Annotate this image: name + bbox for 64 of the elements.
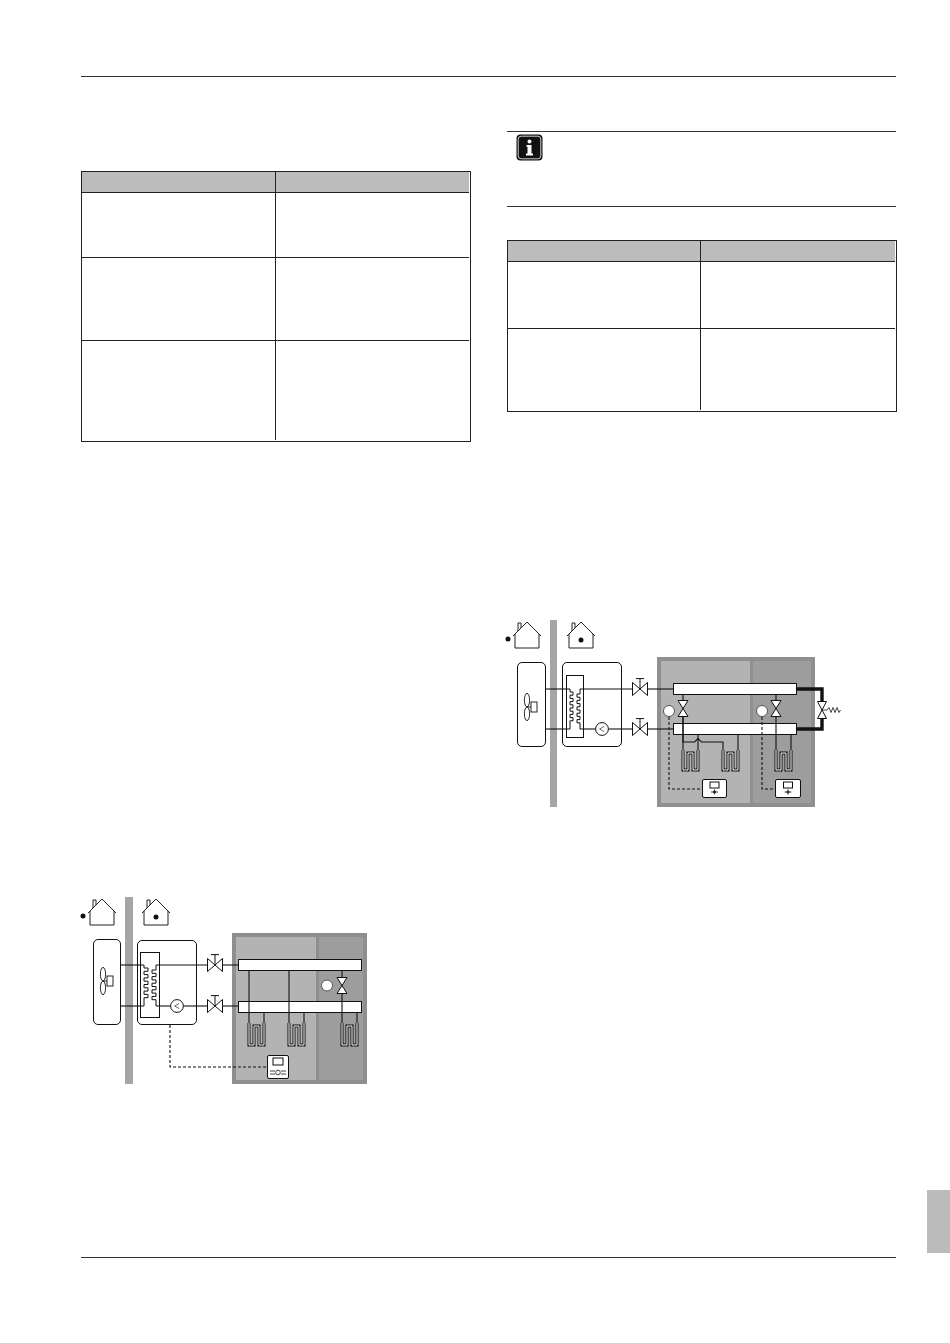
pipe bbox=[183, 1005, 208, 1007]
shut-off-valve bbox=[632, 718, 648, 736]
indoor-unit bbox=[562, 662, 622, 747]
pipe bbox=[682, 716, 724, 751]
pipe bbox=[545, 688, 567, 690]
motorized-valve bbox=[321, 977, 347, 994]
pipe bbox=[545, 728, 567, 730]
pipe bbox=[120, 964, 141, 966]
pipe bbox=[222, 1005, 239, 1007]
control-cable bbox=[761, 716, 776, 790]
pipe bbox=[341, 970, 343, 978]
underfloor-heating-loop bbox=[340, 1023, 362, 1047]
outdoor-unit bbox=[517, 662, 546, 747]
user-interface bbox=[267, 1055, 289, 1079]
pipe bbox=[737, 734, 739, 751]
bypass-pipe bbox=[797, 719, 824, 731]
pipe bbox=[159, 1005, 171, 1007]
return-manifold bbox=[673, 723, 797, 735]
shut-off-valve bbox=[207, 954, 223, 972]
heat-exchanger bbox=[566, 675, 584, 738]
room-thermostat bbox=[702, 779, 727, 798]
pipe bbox=[697, 734, 699, 751]
pipe bbox=[790, 734, 792, 751]
control-cable bbox=[668, 716, 703, 790]
pipe bbox=[288, 970, 290, 1024]
control-cable bbox=[169, 1024, 268, 1068]
pipe bbox=[120, 1005, 141, 1007]
room-thermostat bbox=[775, 779, 801, 798]
shut-off-valve bbox=[207, 995, 223, 1013]
pipe bbox=[303, 1012, 305, 1024]
pipe bbox=[222, 964, 239, 966]
return-manifold bbox=[238, 1001, 362, 1013]
pipe bbox=[356, 1012, 358, 1024]
pipe bbox=[341, 993, 343, 1024]
building-area bbox=[657, 657, 815, 807]
pipe bbox=[608, 728, 633, 730]
circulation-pump bbox=[595, 722, 609, 736]
underfloor-heating-loop bbox=[681, 750, 703, 772]
pipe bbox=[583, 688, 633, 690]
pipe bbox=[775, 716, 777, 751]
underfloor-heating-loop bbox=[287, 1023, 309, 1047]
bypass-valve bbox=[817, 701, 841, 719]
underfloor-heating-loop bbox=[721, 750, 743, 772]
supply-manifold bbox=[673, 683, 797, 695]
pipe bbox=[682, 694, 684, 701]
circulation-pump bbox=[170, 999, 184, 1013]
pipe bbox=[263, 1012, 265, 1024]
supply-manifold bbox=[238, 959, 362, 971]
building-area bbox=[232, 933, 367, 1084]
bypass-pipe bbox=[797, 687, 824, 701]
heat-exchanger bbox=[140, 952, 160, 1018]
underfloor-heating-loop bbox=[247, 1023, 269, 1047]
pipe bbox=[583, 728, 596, 730]
pipe bbox=[647, 728, 674, 730]
pipe bbox=[647, 688, 674, 690]
pipe bbox=[159, 964, 208, 966]
pipe bbox=[248, 970, 250, 1024]
indoor-unit bbox=[137, 940, 197, 1025]
outdoor-unit bbox=[93, 939, 121, 1025]
motorized-valve bbox=[663, 700, 688, 717]
underfloor-heating-loop bbox=[774, 750, 796, 772]
shut-off-valve bbox=[632, 678, 648, 696]
motorized-valve bbox=[756, 700, 781, 717]
pipe bbox=[775, 694, 777, 701]
